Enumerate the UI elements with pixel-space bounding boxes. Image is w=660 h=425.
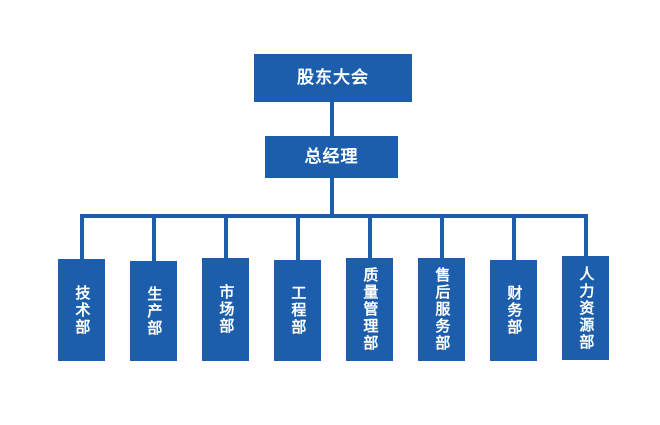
node-quality-management-dept[interactable]: 质量管理部 bbox=[346, 258, 393, 361]
node-finance-dept[interactable]: 财务部 bbox=[490, 260, 537, 361]
connector-drop-1 bbox=[80, 214, 84, 259]
connector-drop-5 bbox=[368, 214, 372, 258]
connector-drop-6 bbox=[440, 214, 444, 258]
connector-drop-8 bbox=[584, 214, 588, 256]
connector-drop-3 bbox=[224, 214, 228, 258]
connector-shareholders-to-manager bbox=[330, 102, 334, 136]
connector-drop-2 bbox=[152, 214, 156, 261]
node-marketing-dept[interactable]: 市场部 bbox=[202, 258, 249, 361]
node-general-manager[interactable]: 总经理 bbox=[265, 136, 398, 178]
node-production-dept[interactable]: 生产部 bbox=[130, 261, 177, 361]
connector-manager-to-bus bbox=[330, 178, 334, 217]
connector-horizontal-bus bbox=[80, 214, 586, 218]
node-after-sales-service-dept[interactable]: 售后服务部 bbox=[418, 258, 465, 361]
node-technology-dept[interactable]: 技术部 bbox=[58, 259, 105, 361]
node-shareholders-meeting[interactable]: 股东大会 bbox=[254, 54, 412, 102]
node-human-resources-dept[interactable]: 人力资源部 bbox=[562, 256, 609, 360]
connector-drop-7 bbox=[512, 214, 516, 260]
node-engineering-dept[interactable]: 工程部 bbox=[274, 260, 321, 361]
connector-drop-4 bbox=[296, 214, 300, 260]
